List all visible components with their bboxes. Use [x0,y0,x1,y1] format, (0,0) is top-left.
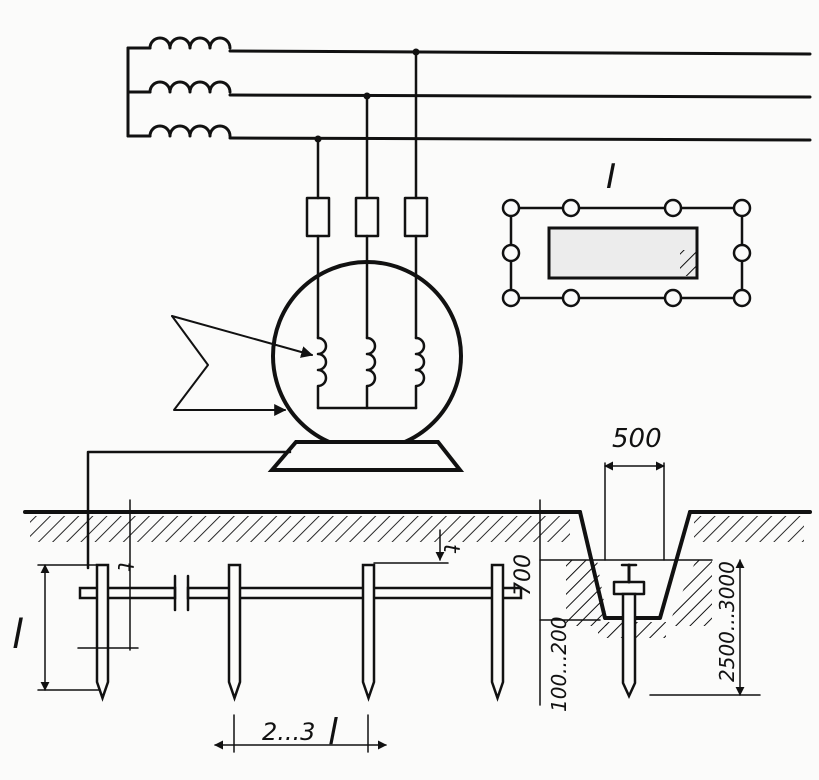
fuse-2 [354,196,380,238]
motor-base [267,440,465,472]
phase-line-1 [228,49,812,56]
rod-electrode-4 [490,563,505,702]
trench [566,510,712,699]
dim-depth-top: 700 [511,554,536,596]
electrode-array [78,563,523,702]
rod-electrode-1 [95,563,110,702]
dim-rod-length-total: 2500...3000 [715,561,739,682]
source-coil-1 [148,36,232,50]
plan-foundation [547,226,699,280]
dimensions: 500 700 100...200 2500...3000 l t t 2...… [12,424,761,753]
motor [267,260,465,472]
fault-arrow [171,315,314,416]
ground-surface [23,510,812,542]
motor-winding-1 [316,336,328,410]
dim-electrode-spacing: 2...3 [262,718,315,746]
trench-connector [612,580,646,596]
horizontal-strip-left [78,586,177,600]
phase-line-2 [228,93,812,99]
fuse-1 [305,196,331,238]
plan-electrodes [501,198,752,308]
dim-t-right: t [438,544,463,554]
source-coil-3 [148,124,232,138]
dim-trench-width: 500 [612,424,662,454]
phase-line-3 [228,136,812,142]
dim-t-left: t [112,562,137,572]
plan-view: I [501,157,752,308]
supply-source [126,36,232,138]
plan-title: I [606,157,616,197]
dim-electrode-spacing-l: l [328,712,338,753]
phase-lines [228,48,812,143]
rod-electrode-2 [227,563,242,702]
motor-winding-3 [414,336,426,410]
dim-rod-below-trench: 100...200 [547,617,571,712]
motor-winding-2 [365,336,377,410]
motor-feed [305,50,429,340]
trench-electrode [621,592,637,699]
source-coil-2 [148,80,232,94]
dim-electrode-length: l [12,612,23,658]
rod-electrode-3 [361,563,376,702]
fuse-3 [403,196,429,238]
